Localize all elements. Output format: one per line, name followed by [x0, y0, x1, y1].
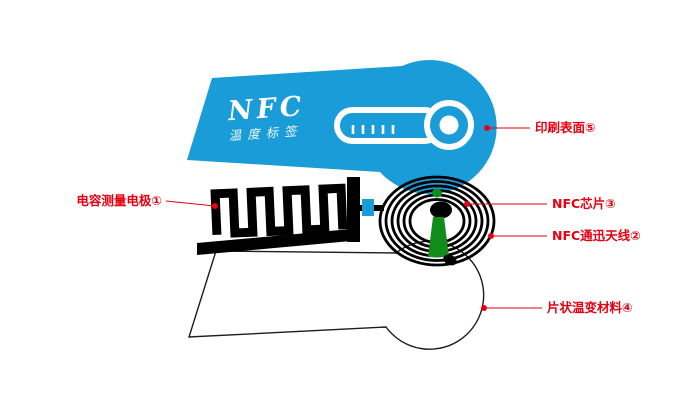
- chip-connector-pad: [362, 199, 374, 216]
- label-capacitive-electrode: 电容测量电极①: [76, 193, 162, 208]
- annotation-capacitive-electrode: 电容测量电极①: [76, 193, 218, 209]
- nfc-chip: [430, 201, 452, 219]
- annotation-sheet-material: 片状温变材料④: [481, 300, 633, 315]
- label-printed-surface: 印刷表面⑤: [535, 120, 596, 135]
- printed-surface-layer: NFC 温度标签: [187, 60, 497, 195]
- nfc-logo-subtitle: 温度标签: [228, 123, 303, 143]
- label-nfc-antenna: NFC通迅天线②: [552, 228, 641, 243]
- electrode-bottom-bar: [197, 229, 351, 255]
- nfc-antenna-coil: [378, 175, 496, 267]
- electrode-terminal-bar: [347, 177, 360, 242]
- nfc-logo-text: NFC: [226, 91, 306, 127]
- annotation-nfc-chip: NFC芯片③: [464, 196, 616, 211]
- thermometer-bulb-center: [439, 115, 459, 135]
- coil-bridge-wedge: [428, 217, 449, 257]
- thermometer-icon: [334, 100, 474, 150]
- annotations: 电容测量电极① 印刷表面⑤ NFC芯片③ NFC通迅天线② 片状温变材料④: [76, 120, 640, 315]
- annotation-printed-surface: 印刷表面⑤: [484, 120, 596, 135]
- white-tag-shape: [188, 240, 485, 350]
- electrode-finger-pattern: [210, 183, 348, 238]
- leader-line: [165, 200, 216, 207]
- thermometer-ticks: [351, 125, 395, 134]
- temperature-material-layer: [188, 240, 485, 350]
- coil-turn: [378, 175, 496, 267]
- annotation-nfc-antenna: NFC通迅天线②: [488, 228, 641, 243]
- coil-turn: [384, 180, 490, 262]
- brand-text-group: NFC 温度标签: [226, 91, 306, 143]
- anchor-dot: [212, 203, 218, 209]
- coil-bridge-top: [432, 188, 442, 198]
- label-sheet-material: 片状温变材料④: [547, 300, 633, 315]
- capacitive-electrode-layer: [197, 177, 384, 255]
- coil-terminal-dot: [443, 254, 457, 266]
- label-nfc-chip: NFC芯片③: [552, 196, 616, 211]
